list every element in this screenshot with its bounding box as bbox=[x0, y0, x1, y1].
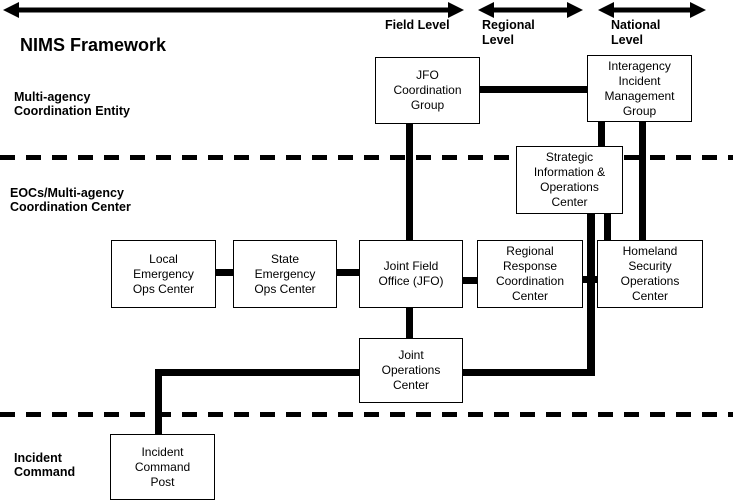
layer-label-incident-command: Incident Command bbox=[14, 451, 76, 479]
node-label: Incident Command Post bbox=[134, 444, 191, 489]
connector-rrcc-hsoc bbox=[581, 276, 599, 283]
national-level-arrow bbox=[598, 2, 706, 18]
connector-jfo-rrcc bbox=[461, 277, 479, 284]
divider-coordination-entity bbox=[0, 155, 733, 160]
connector-jfocg-jfo bbox=[406, 123, 413, 241]
node-regional-response-coordination-center: Regional Response Coordination Center bbox=[477, 240, 583, 308]
node-label: Interagency Incident Management Group bbox=[604, 58, 675, 118]
national-level-label: National Level bbox=[611, 18, 661, 47]
connector-sioc-joc-vertical bbox=[587, 212, 595, 376]
field-level-label: Field Level bbox=[385, 18, 450, 32]
connector-iimg-hsoc bbox=[639, 121, 646, 242]
connector-state-jfo bbox=[335, 269, 361, 276]
node-joint-field-office: Joint Field Office (JFO) bbox=[359, 240, 463, 308]
field-level-arrow bbox=[3, 2, 464, 18]
node-state-emergency-ops-center: State Emergency Ops Center bbox=[233, 240, 337, 308]
node-label: Strategic Information & Operations Cente… bbox=[533, 150, 606, 209]
node-strategic-information-operations-center: Strategic Information & Operations Cente… bbox=[516, 146, 623, 214]
connector-jfo-joc bbox=[406, 307, 413, 340]
node-label: State Emergency Ops Center bbox=[254, 251, 316, 296]
layer-label-multi-agency-coordination-entity: Multi-agency Coordination Entity bbox=[14, 90, 130, 118]
connector-joc-left-elbow bbox=[155, 369, 361, 376]
node-jfo-coordination-group: JFO Coordination Group bbox=[375, 57, 480, 124]
level-arrows bbox=[3, 2, 706, 18]
connector-joc-right-elbow bbox=[462, 369, 595, 376]
node-local-emergency-ops-center: Local Emergency Ops Center bbox=[111, 240, 216, 308]
layer-label-eocs-multi-agency-coordination-center: EOCs/Multi-agency Coordination Center bbox=[10, 186, 131, 214]
node-homeland-security-operations-center: Homeland Security Operations Center bbox=[597, 240, 703, 308]
regional-level-label: Regional Level bbox=[482, 18, 535, 47]
connector-jfocg-iimg bbox=[478, 86, 589, 93]
node-joint-operations-center: Joint Operations Center bbox=[359, 338, 463, 403]
divider-incident-command bbox=[0, 412, 733, 417]
regional-level-arrow bbox=[478, 2, 583, 18]
connector-local-state bbox=[214, 269, 235, 276]
connector-joc-icp bbox=[155, 369, 162, 435]
node-label: Local Emergency Ops Center bbox=[132, 251, 195, 296]
node-interagency-incident-management-group: Interagency Incident Management Group bbox=[587, 55, 692, 122]
page-title: NIMS Framework bbox=[20, 35, 167, 55]
node-label: JFO Coordination Group bbox=[393, 68, 462, 112]
connector-sioc-hsoc bbox=[604, 212, 611, 242]
node-label: Joint Operations Center bbox=[381, 348, 441, 392]
node-incident-command-post: Incident Command Post bbox=[110, 434, 215, 500]
connector-iimg-sioc bbox=[598, 121, 605, 148]
node-label: Regional Response Coordination Center bbox=[495, 244, 565, 303]
node-label: Joint Field Office (JFO) bbox=[378, 259, 444, 288]
node-label: Homeland Security Operations Center bbox=[620, 244, 680, 303]
